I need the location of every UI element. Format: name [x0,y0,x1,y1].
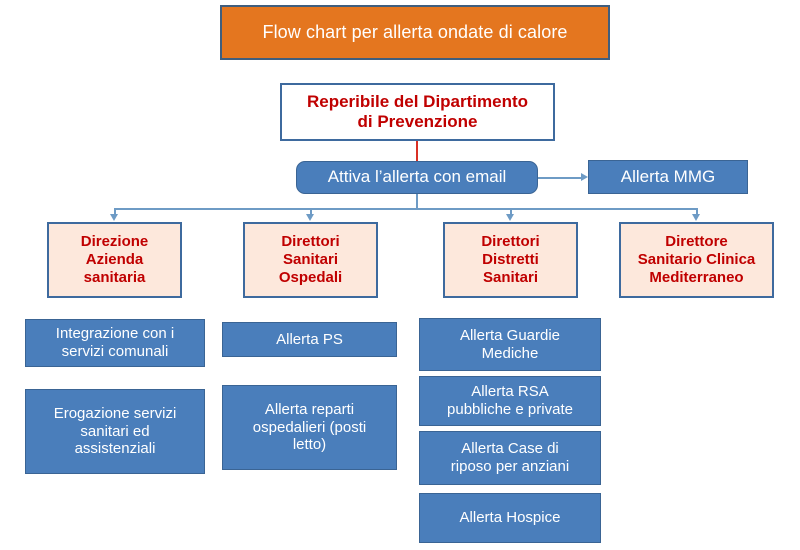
arrow-right-icon [581,173,588,181]
task-allerta-case-riposo: Allerta Case di riposo per anziani [419,431,601,485]
node-direttori-distretti-sanitari: Direttori Distretti Sanitari [443,222,578,298]
connector-source-to-action [416,141,418,162]
task-allerta-hospice: Allerta Hospice [419,493,601,543]
chart-title-box: Flow chart per allerta ondate di calore [220,5,610,60]
node-allerta-mmg: Allerta MMG [588,160,748,194]
node-attiva-allerta-con-email: Attiva l’allerta con email [296,161,538,194]
connector-distribution-bus [114,208,696,210]
node-direzione-azienda-sanitaria: Direzione Azienda sanitaria [47,222,182,298]
arrow-down-icon [506,214,514,221]
node-direttore-sanitario-clinica-mediterraneo: Direttore Sanitario Clinica Mediterraneo [619,222,774,298]
node-reperibile-dipartimento-prevenzione: Reperibile del Dipartimento di Prevenzio… [280,83,555,141]
connector-bus-drop-1 [114,208,116,217]
connector-bus-drop-4 [696,208,698,217]
arrow-down-icon [692,214,700,221]
arrow-down-icon [306,214,314,221]
connector-action-to-bus [416,194,418,209]
connector-bus-drop-2 [310,208,312,217]
task-integrazione-servizi-comunali: Integrazione con i servizi comunali [25,319,205,367]
task-erogazione-servizi-sanitari: Erogazione servizi sanitari ed assistenz… [25,389,205,474]
node-direttori-sanitari-ospedali: Direttori Sanitari Ospedali [243,222,378,298]
connector-action-to-allerta-mmg [538,177,582,179]
connector-bus-drop-3 [510,208,512,217]
arrow-down-icon [110,214,118,221]
task-allerta-guardie-mediche: Allerta Guardie Mediche [419,318,601,371]
task-allerta-reparti-ospedalieri: Allerta reparti ospedalieri (posti letto… [222,385,397,470]
task-allerta-rsa: Allerta RSA pubbliche e private [419,376,601,426]
task-allerta-ps: Allerta PS [222,322,397,357]
